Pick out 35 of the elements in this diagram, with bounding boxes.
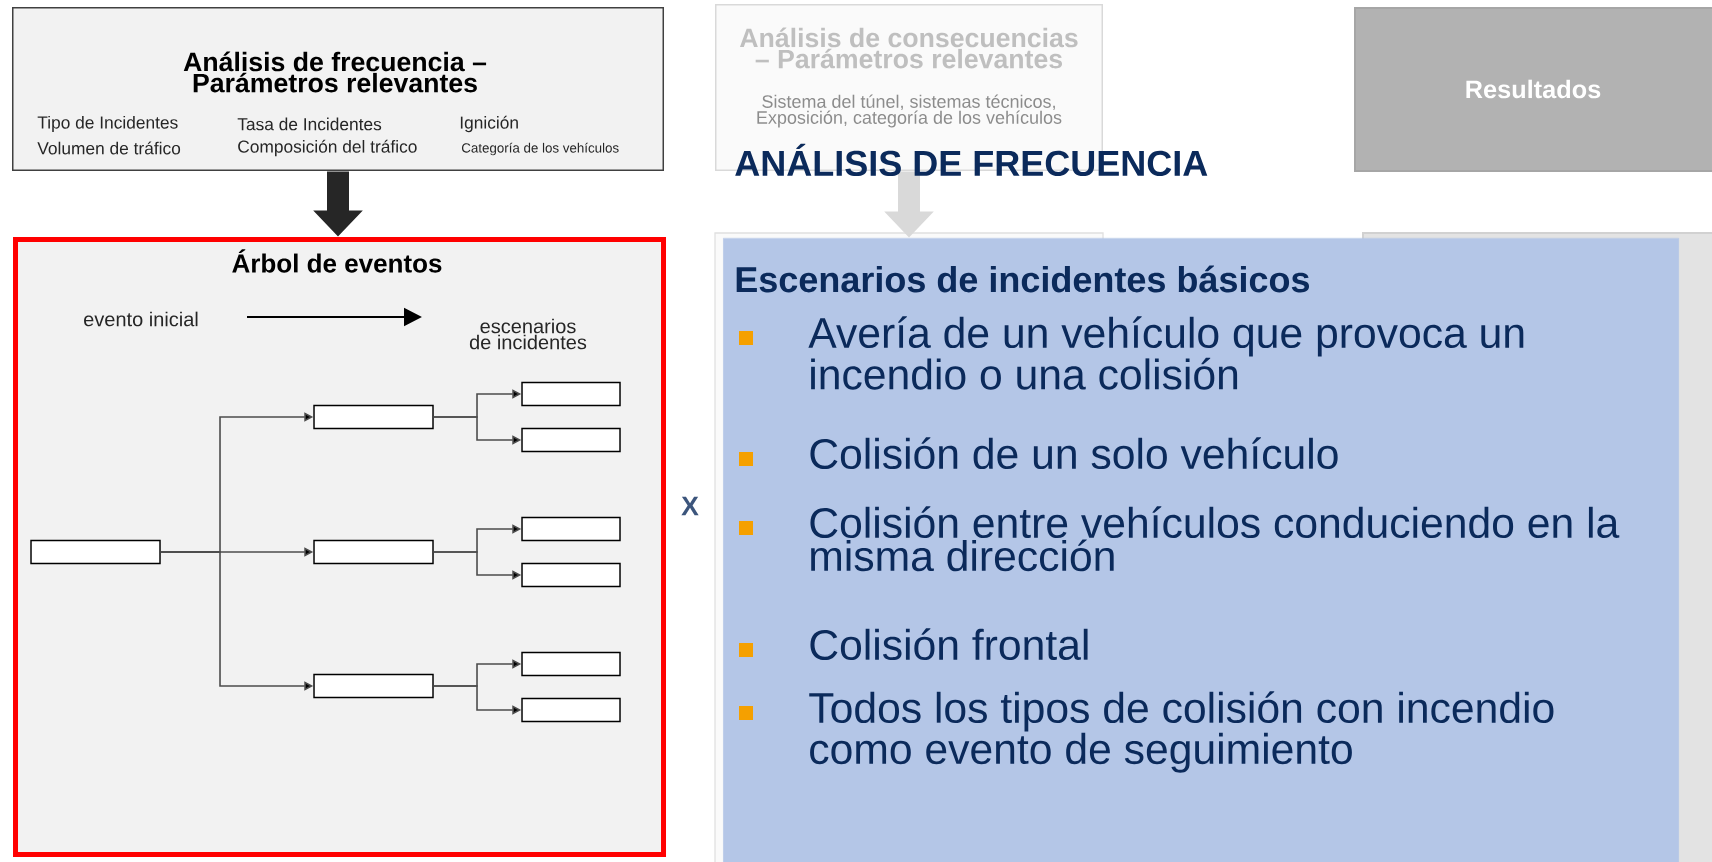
parameter-text: Volumen de tráfico [37, 141, 181, 155]
parameter-text: Composición del tráfico [238, 139, 417, 157]
panel-heading: Escenarios de incidentes básicos [736, 265, 1309, 293]
event-tree-panel [13, 237, 666, 857]
result-box [1354, 7, 1712, 172]
event-box [313, 539, 434, 565]
event-box [521, 651, 621, 677]
event-box [521, 516, 621, 542]
event-box [521, 697, 621, 723]
bullet-item: Colisión frontal [739, 628, 1088, 661]
parameter-text: Sistema del túnel, sistemas técnicos, Exposición, categoría de los vehículos [757, 94, 1062, 128]
event-box [521, 427, 621, 453]
box-heading: Resultados [1466, 79, 1601, 99]
box-heading: Análisis de consecuencias – Parámetros relevantes [739, 27, 1078, 69]
flow-label: evento inicial [84, 311, 198, 327]
bullet-item: Colisión entre vehículos conduciendo en la misma dirección [739, 506, 1620, 572]
event-box [313, 404, 434, 430]
bullet-item: Todos los tipos de colisión con incendio como evento de seguimiento [739, 691, 1554, 773]
event-box [30, 539, 161, 565]
event-box [521, 381, 621, 407]
box-heading: Análisis de frecuencia – Parámetros relevantes [183, 51, 487, 93]
event-box [313, 673, 434, 699]
parameter-text: Tasa de Incidentes [237, 117, 382, 131]
parameter-box [12, 7, 664, 171]
event-box [521, 562, 621, 588]
bullet-item: Colisión de un solo vehículo [739, 437, 1338, 470]
flow-label: escenarios de incidentes [469, 318, 587, 350]
panel-heading: Árbol de eventos [232, 249, 442, 273]
parameter-text: Ignición [460, 115, 518, 133]
bullet-item: Avería de un vehículo que provoca un incendio o una colisión [739, 316, 1524, 390]
title: ANÁLISIS DE FRECUENCIA [735, 143, 1208, 177]
scenario-panel [723, 238, 1679, 862]
parameter-text: Categoría de los vehículos [461, 142, 619, 156]
multiply-sign: X [681, 496, 699, 516]
parameter-text: Tipo de Incidentes [37, 115, 178, 133]
